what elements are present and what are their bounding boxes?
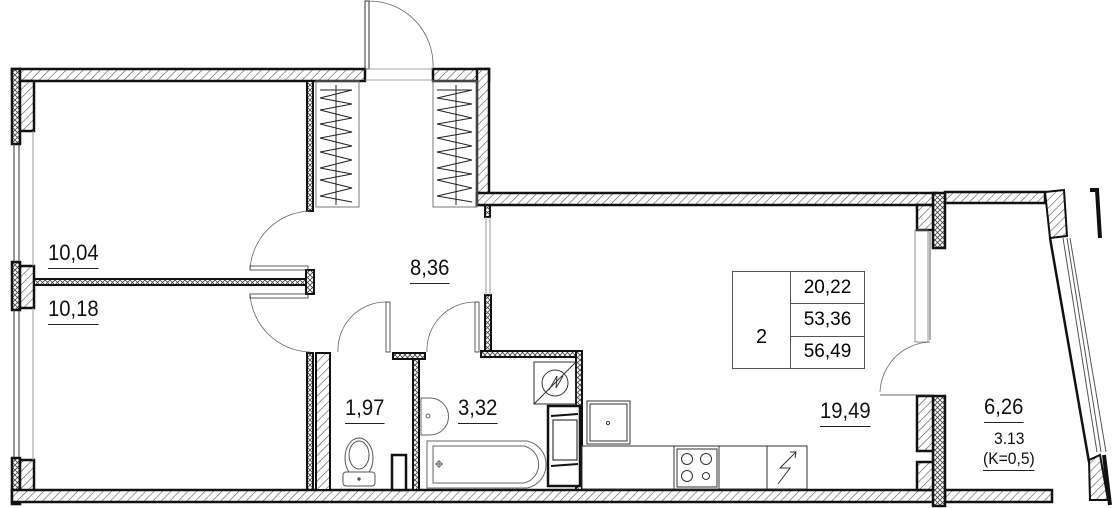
room-area-bathroom: 3,32 (458, 397, 498, 424)
hall-kitchen-opening (485, 217, 491, 295)
wardrobe-left (315, 80, 360, 208)
living-area: 20,22 (791, 272, 864, 305)
room-area-kitchen-living: 19,49 (820, 400, 871, 427)
bedroom-upper-door[interactable] (249, 210, 311, 271)
balcony-reduced-area: 3.13 (994, 429, 1025, 448)
bathtub-icon (426, 440, 547, 489)
balcony-door[interactable] (879, 229, 932, 396)
kitchen-sink-icon (586, 400, 631, 445)
room-area-bedroom-upper: 10,04 (48, 242, 99, 269)
washing-machine-icon (546, 404, 582, 488)
total-area: 53,36 (791, 304, 864, 337)
bedroom-lower-door[interactable] (249, 293, 311, 353)
total-area-with-balcony: 56,49 (803, 341, 852, 363)
toilet-door[interactable] (337, 301, 391, 353)
room-area-balcony: 6,26 (984, 396, 1024, 423)
entrance-door[interactable] (364, 0, 434, 81)
area-summary-table: 2 20,22 53,36 56,49 (732, 271, 865, 369)
wardrobe-right (432, 80, 478, 208)
balcony-glazing (1043, 188, 1112, 506)
boiler-icon (533, 361, 577, 405)
room-area-bedroom-lower: 10,18 (48, 298, 99, 325)
room-count: 2 (733, 272, 791, 368)
room-area-toilet: 1,97 (345, 397, 385, 424)
electric-outlet-icon (777, 451, 797, 485)
riser-shaft (390, 453, 408, 492)
room-area-hallway: 8,36 (410, 257, 450, 284)
washbasin-icon (420, 397, 449, 436)
outer-walls (10, 67, 1054, 508)
cooktop-icon (676, 448, 718, 488)
left-windows (13, 131, 34, 460)
bathroom-door[interactable] (426, 301, 480, 353)
balcony-coefficient: (K=0,5) (983, 450, 1035, 471)
interior-walls (33, 80, 583, 491)
toilet-bowl-icon (342, 437, 376, 487)
